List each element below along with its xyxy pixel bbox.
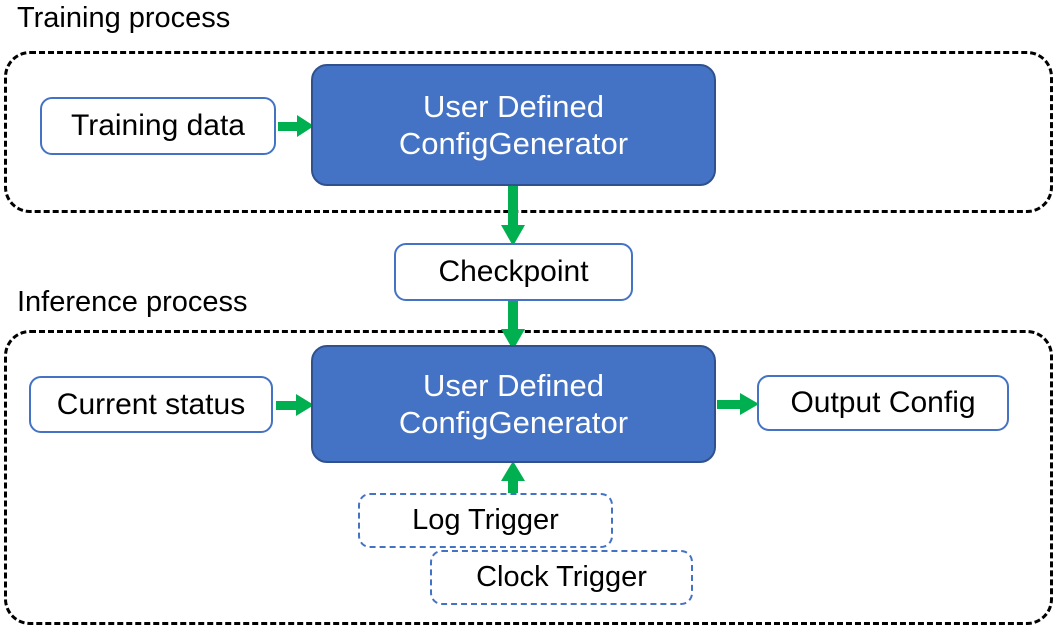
- inference-process-caption: Inference process: [17, 286, 248, 318]
- node-log-trigger[interactable]: Log Trigger: [358, 493, 613, 548]
- udcg-training-line1: User Defined: [423, 88, 604, 124]
- arrow-checkpoint-to-udcg: [500, 300, 526, 350]
- arrow-udcg-to-checkpoint: [500, 184, 526, 246]
- training-process-container: [4, 51, 1053, 213]
- udcg-inference-line1: User Defined: [423, 367, 604, 403]
- node-output-config[interactable]: Output Config: [757, 375, 1009, 431]
- training-process-caption: Training process: [17, 2, 231, 34]
- arrow-log-trigger-to-udcg: [500, 461, 526, 499]
- inference-process-container: [4, 330, 1053, 625]
- arrow-training-data-to-udcg: [278, 113, 314, 139]
- node-current-status[interactable]: Current status: [29, 376, 273, 433]
- arrow-udcg-to-output-config: [717, 391, 759, 417]
- node-clock-trigger[interactable]: Clock Trigger: [430, 550, 693, 605]
- node-checkpoint[interactable]: Checkpoint: [394, 243, 633, 301]
- arrow-current-status-to-udcg: [276, 392, 314, 418]
- udcg-inference-line2: ConfigGenerator: [398, 405, 629, 440]
- node-user-defined-configgenerator-inference[interactable]: User Defined ConfigGenerator: [311, 345, 716, 463]
- node-training-data[interactable]: Training data: [40, 97, 276, 155]
- node-user-defined-configgenerator-training[interactable]: User Defined ConfigGenerator: [311, 64, 716, 186]
- udcg-training-line2: ConfigGenerator: [398, 126, 629, 161]
